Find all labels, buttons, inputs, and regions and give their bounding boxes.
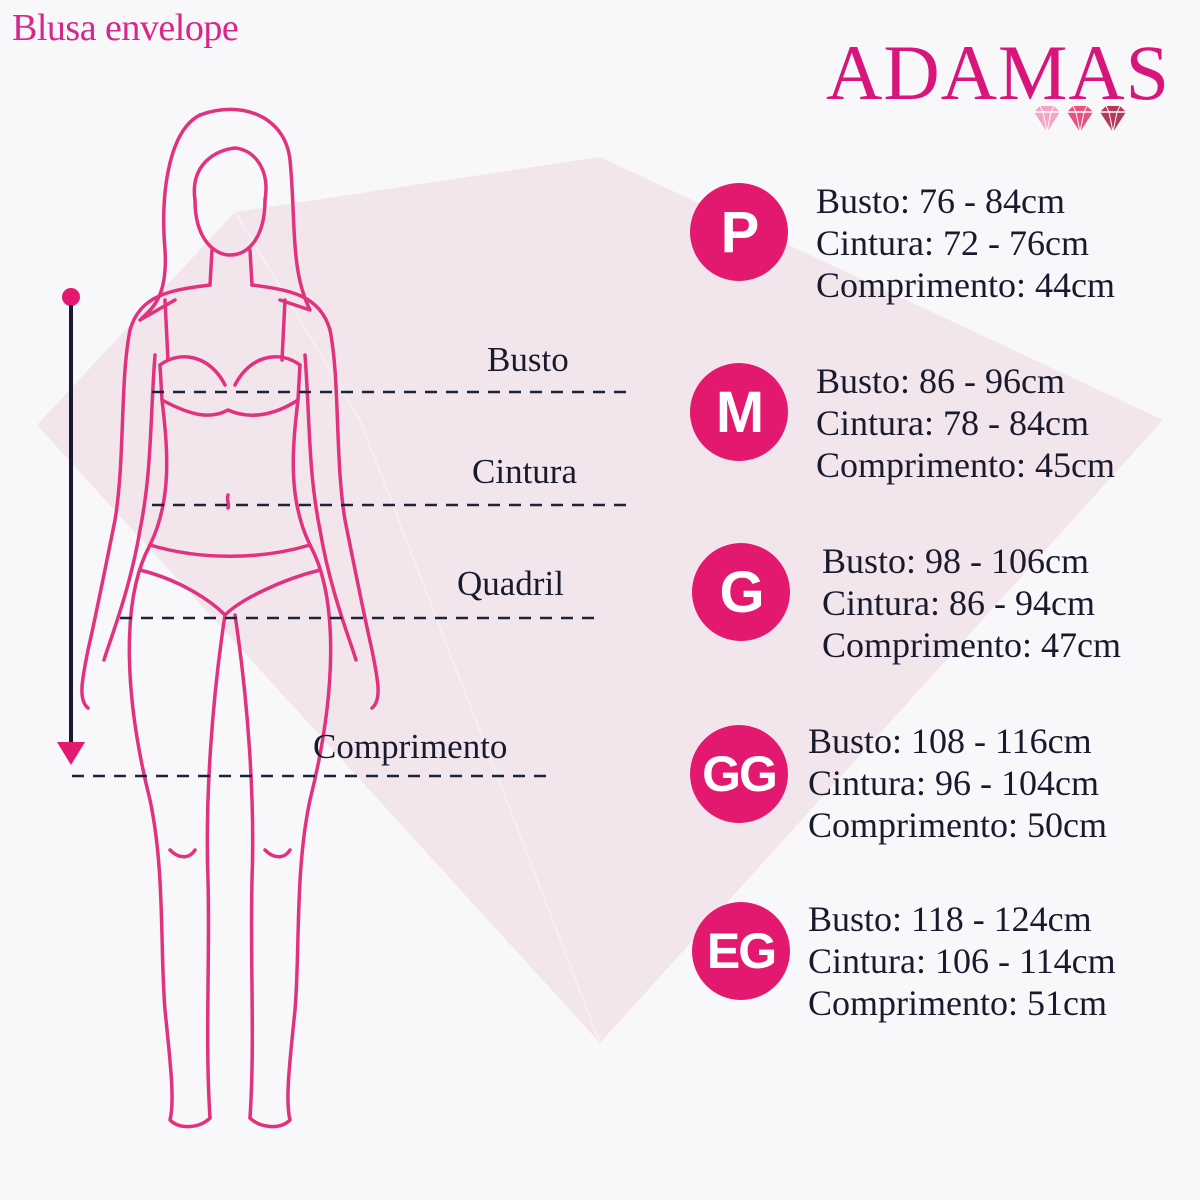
size-badge-p: P bbox=[690, 183, 788, 281]
size-badge-gg: GG bbox=[690, 725, 788, 823]
size-eg-cintura: Cintura: 106 - 114cm bbox=[808, 941, 1116, 981]
size-m-comprimento: Comprimento: 45cm bbox=[816, 445, 1115, 485]
size-gg-cintura: Cintura: 96 - 104cm bbox=[808, 763, 1099, 803]
size-g-comprimento: Comprimento: 47cm bbox=[822, 625, 1121, 665]
gem-icon bbox=[1100, 105, 1126, 133]
measure-start-dot bbox=[62, 288, 80, 306]
size-p-comprimento: Comprimento: 44cm bbox=[816, 265, 1115, 305]
brand-gems bbox=[1034, 105, 1126, 133]
size-p-cintura: Cintura: 72 - 76cm bbox=[816, 223, 1089, 263]
label-comprimento: Comprimento bbox=[313, 727, 508, 766]
size-g-cintura: Cintura: 86 - 94cm bbox=[822, 583, 1095, 623]
size-badge-m: M bbox=[690, 363, 788, 461]
size-gg-comprimento: Comprimento: 50cm bbox=[808, 805, 1107, 845]
size-g-measures: Busto: 98 - 106cm Cintura: 86 - 94cm Com… bbox=[822, 540, 1121, 666]
label-quadril: Quadril bbox=[457, 564, 564, 603]
size-g-busto: Busto: 98 - 106cm bbox=[822, 541, 1089, 581]
size-m-measures: Busto: 86 - 96cm Cintura: 78 - 84cm Comp… bbox=[816, 360, 1115, 486]
size-eg-busto: Busto: 118 - 124cm bbox=[808, 899, 1092, 939]
label-busto: Busto bbox=[487, 340, 569, 379]
product-title: Blusa envelope bbox=[12, 7, 239, 49]
gem-icon bbox=[1034, 105, 1060, 133]
size-p-measures: Busto: 76 - 84cm Cintura: 72 - 76cm Comp… bbox=[816, 180, 1115, 306]
size-gg-busto: Busto: 108 - 116cm bbox=[808, 721, 1092, 761]
size-gg-measures: Busto: 108 - 116cm Cintura: 96 - 104cm C… bbox=[808, 720, 1107, 846]
arrow-down-icon bbox=[57, 742, 85, 765]
size-m-busto: Busto: 86 - 96cm bbox=[816, 361, 1065, 401]
size-badge-g: G bbox=[692, 543, 790, 641]
size-badge-eg: EG bbox=[692, 902, 790, 1000]
label-cintura: Cintura bbox=[472, 452, 577, 491]
size-m-cintura: Cintura: 78 - 84cm bbox=[816, 403, 1089, 443]
brand-logo: ADAMAS bbox=[826, 29, 1171, 116]
size-eg-measures: Busto: 118 - 124cm Cintura: 106 - 114cm … bbox=[808, 898, 1116, 1024]
size-p-busto: Busto: 76 - 84cm bbox=[816, 181, 1065, 221]
gem-icon bbox=[1067, 105, 1093, 133]
size-eg-comprimento: Comprimento: 51cm bbox=[808, 983, 1107, 1023]
body-figure-illustration bbox=[57, 107, 632, 1129]
